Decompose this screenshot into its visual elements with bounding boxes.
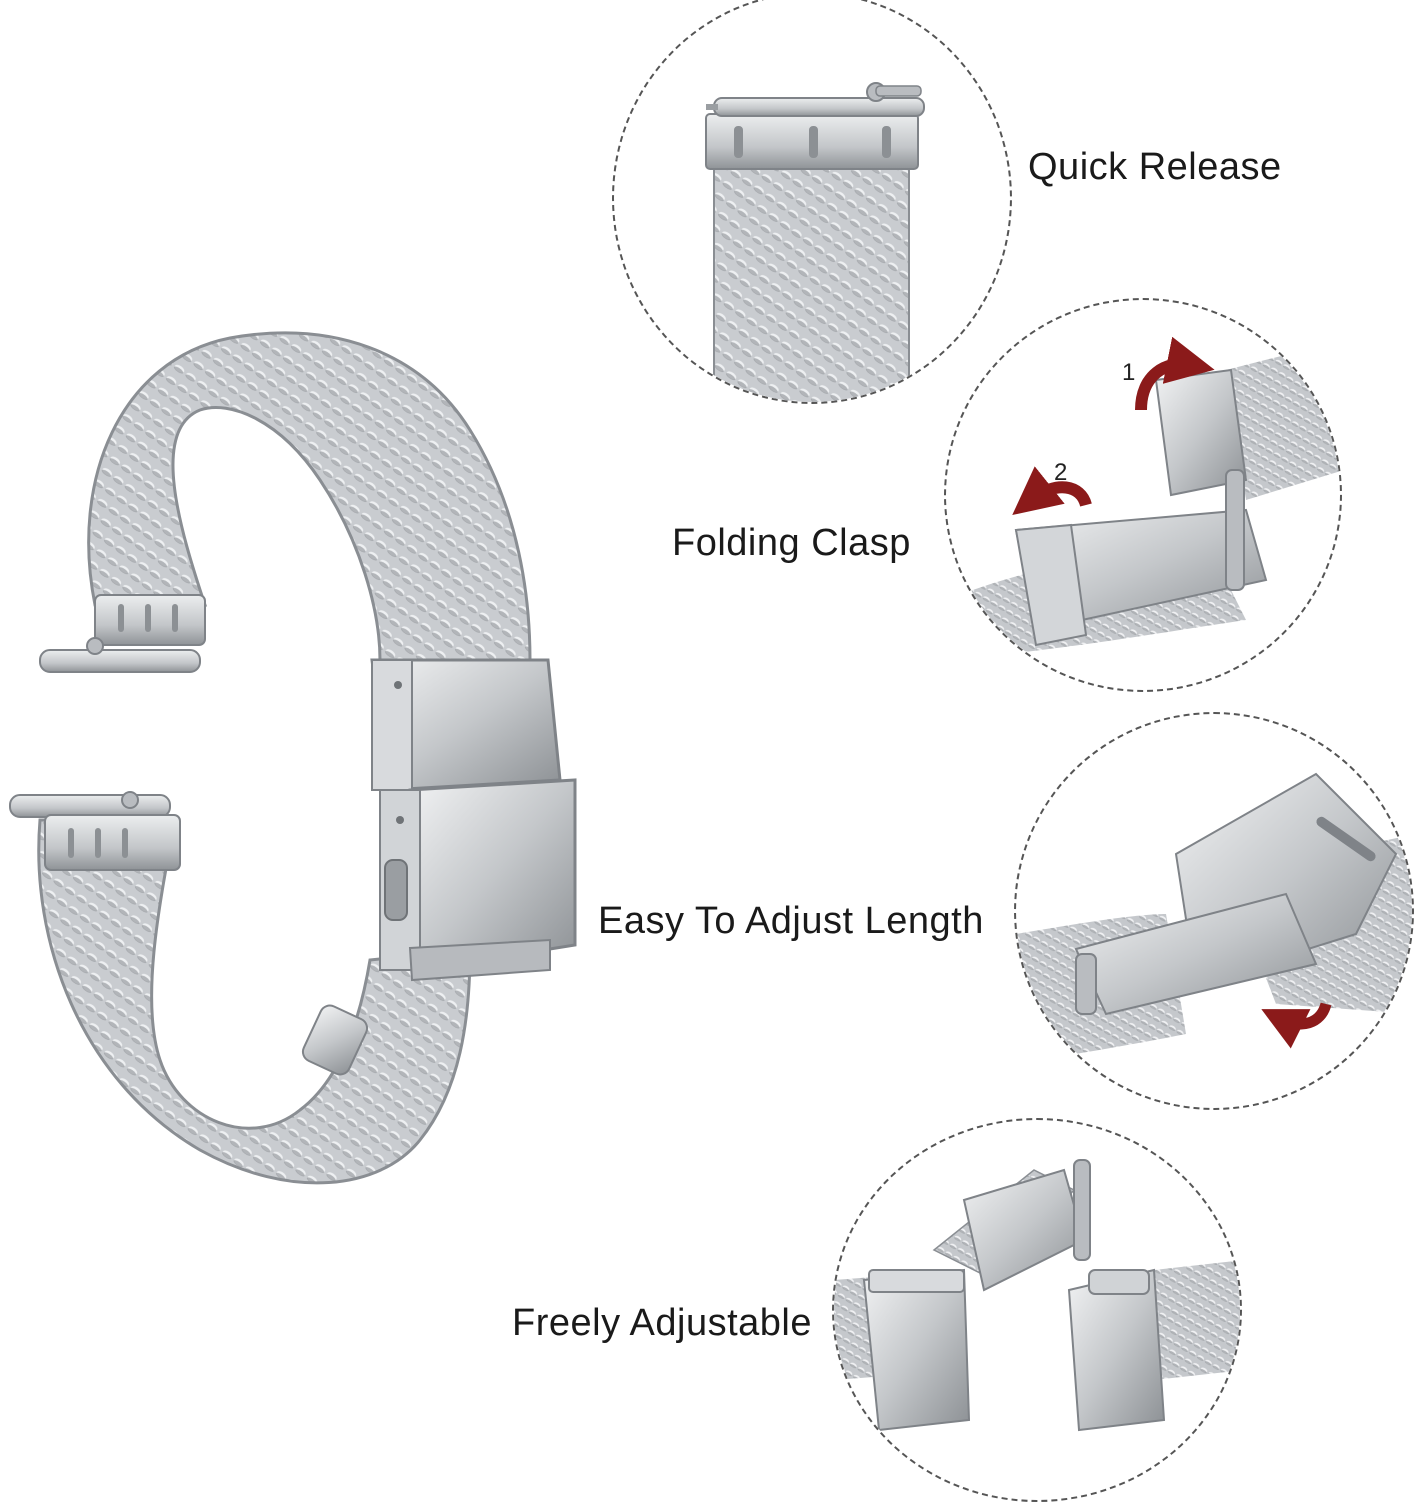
folding-clasp-main: [301, 658, 577, 1076]
feature-label-quick-release: Quick Release: [1028, 146, 1282, 188]
folding-clasp-icon: 1 2: [946, 336, 1340, 660]
feature-label-adjust-length: Easy To Adjust Length: [598, 900, 984, 942]
adjust-length-clasp-icon: [1016, 772, 1412, 1064]
feature-circle-adjust-length: [1014, 712, 1414, 1110]
feature-label-folding-clasp: Folding Clasp: [672, 522, 911, 564]
step-number-2: 2: [1054, 459, 1067, 486]
curved-arrow-icon: [1012, 466, 1092, 515]
quick-release-end-top: [39, 594, 206, 673]
band-lower-arc: [37, 818, 472, 1185]
feature-circle-folding-clasp: 1 2: [944, 298, 1342, 692]
step-number-1: 1: [1122, 359, 1135, 386]
curved-arrow-icon: [1261, 1002, 1332, 1049]
open-clasp-icon: [834, 1159, 1240, 1432]
feature-circle-freely-adjustable: [832, 1118, 1242, 1502]
quick-release-end-bottom: [9, 791, 181, 871]
feature-label-freely-adjustable: Freely Adjustable: [512, 1302, 812, 1344]
feature-circle-quick-release: [612, 0, 1012, 404]
quick-release-pin-icon: [705, 82, 925, 402]
band-upper-arc: [87, 331, 532, 662]
main-band-image: [0, 320, 620, 1220]
curved-arrow-icon: [1135, 336, 1215, 411]
